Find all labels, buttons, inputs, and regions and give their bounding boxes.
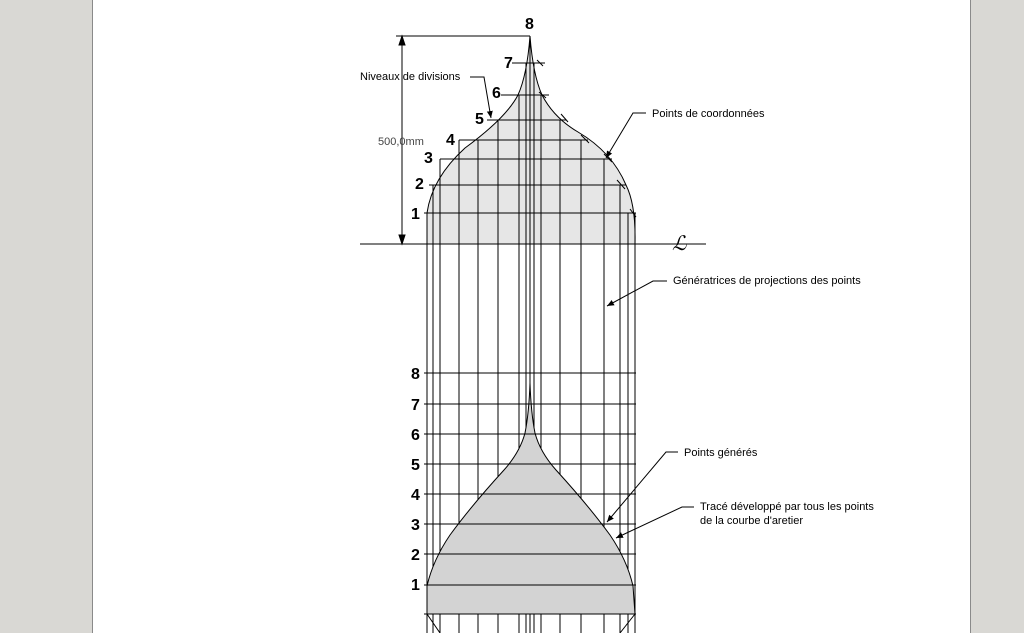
lower-level-7: 7 — [411, 397, 420, 414]
label-points-coord: Points de coordonnées — [652, 108, 765, 120]
dimension-label: 500,0mm — [378, 136, 424, 148]
label-generatrices: Génératrices de projections des points — [673, 275, 861, 287]
lower-level-3: 3 — [411, 517, 420, 534]
lower-level-numbers: 1 2 3 4 5 6 7 8 — [411, 366, 420, 594]
label-niveaux: Niveaux de divisions — [360, 71, 461, 83]
upper-level-2: 2 — [415, 176, 424, 193]
lower-level-4: 4 — [411, 487, 420, 504]
coordinate-ticks — [536, 59, 637, 218]
label-points-generes: Points générés — [684, 447, 758, 459]
upper-level-4: 4 — [446, 132, 455, 149]
label-trace-line2: de la courbe d'aretier — [700, 515, 803, 527]
dimension-500 — [396, 34, 530, 246]
upper-level-7: 7 — [504, 55, 513, 72]
upper-level-8: 8 — [525, 16, 534, 33]
lower-level-lines — [424, 372, 636, 615]
upper-level-numbers: 1 2 3 4 5 6 7 8 — [411, 16, 534, 223]
leader-points-generes — [606, 451, 678, 523]
upper-level-1: 1 — [411, 206, 420, 223]
plane-symbol: ℒ — [672, 231, 687, 255]
lower-level-1: 1 — [411, 577, 420, 594]
lower-level-6: 6 — [411, 427, 420, 444]
leader-trace — [615, 506, 694, 539]
upper-level-6: 6 — [492, 85, 501, 102]
lower-level-5: 5 — [411, 457, 420, 474]
leader-points-coord — [605, 112, 646, 159]
leader-generatrices — [606, 280, 667, 307]
upper-level-5: 5 — [475, 111, 484, 128]
lower-profile-fill — [426, 382, 636, 615]
bottom-triangles — [426, 613, 636, 633]
lower-level-8: 8 — [411, 366, 420, 383]
upper-level-3: 3 — [424, 150, 433, 167]
lower-level-2: 2 — [411, 547, 420, 564]
leader-niveaux — [470, 76, 493, 119]
label-trace-line1: Tracé développé par tous les points — [700, 501, 874, 513]
